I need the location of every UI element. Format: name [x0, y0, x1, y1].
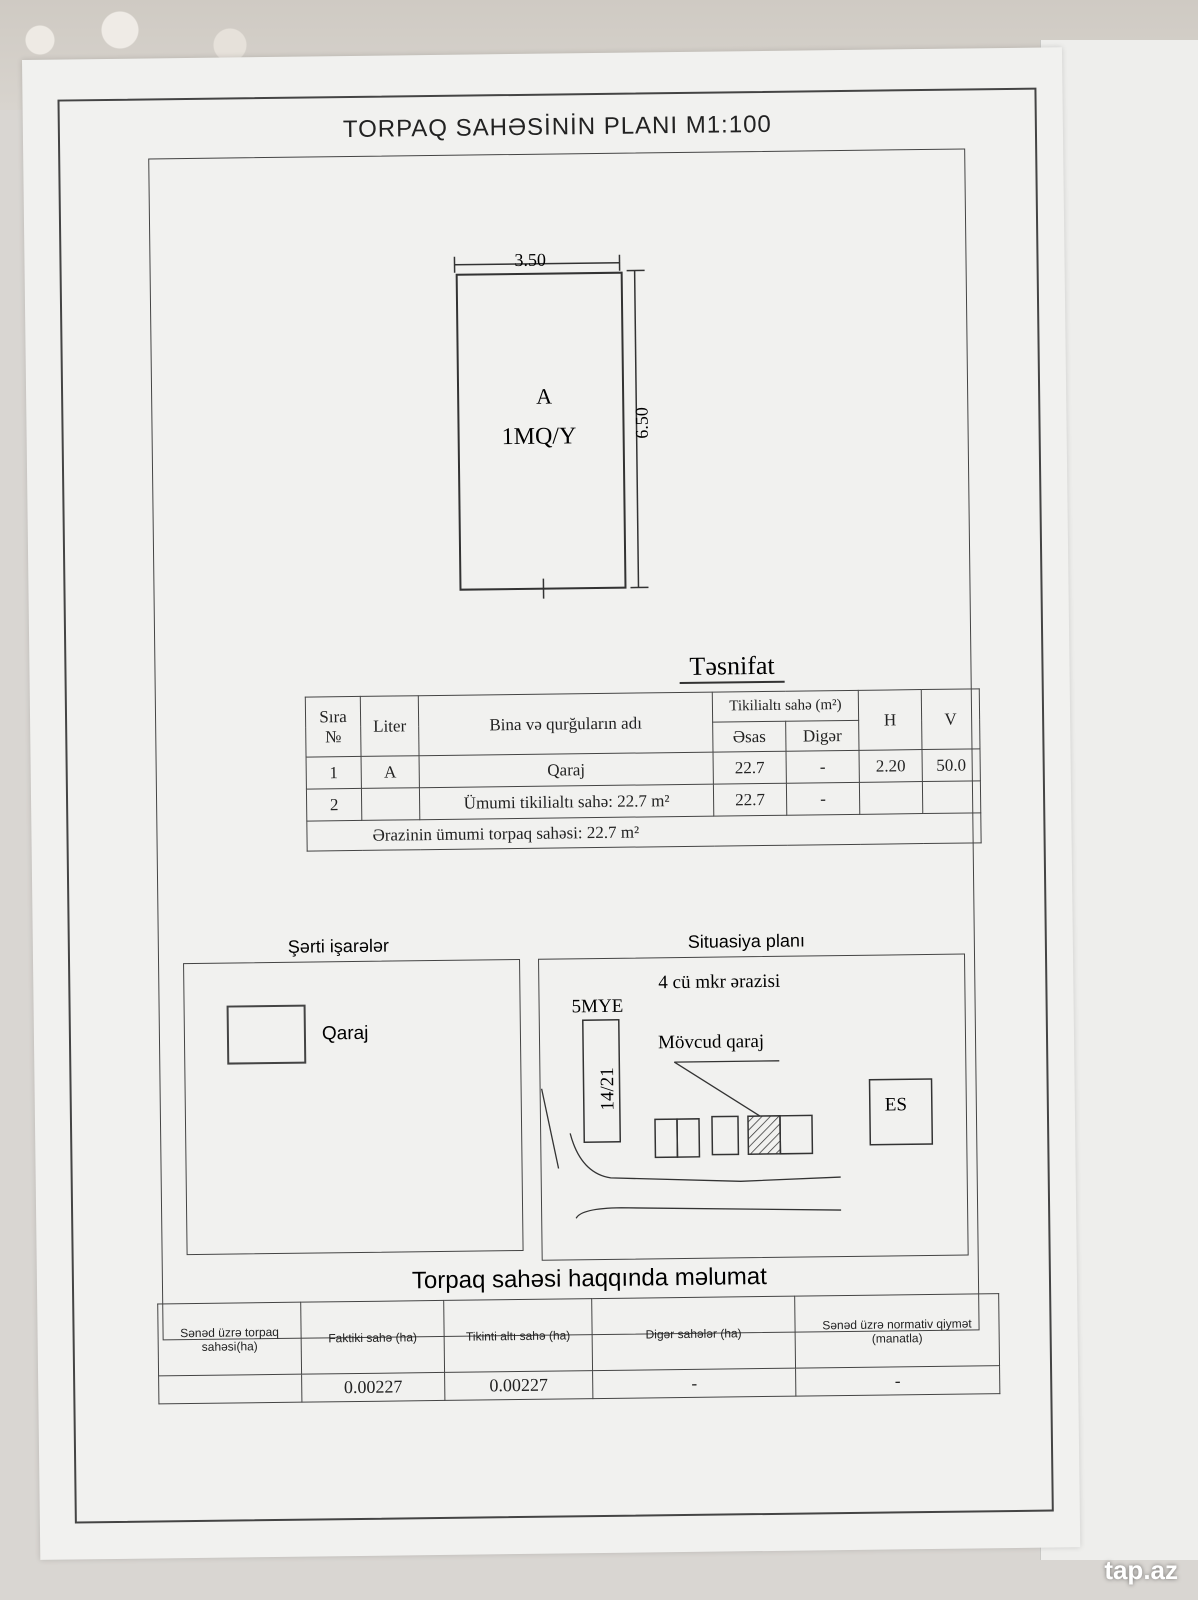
plan-width-label: 3.50	[514, 249, 547, 270]
cell-diger: -	[786, 750, 860, 784]
situation-es: ES	[884, 1094, 908, 1116]
cell-h: 2.20	[858, 749, 923, 783]
legend-item-label: Qaraj	[321, 1022, 369, 1045]
land-info-table: Sənəd üzrə torpaq sahəsi(ha) Faktiki sah…	[157, 1293, 1000, 1404]
land-info-heading: Torpaq sahəsi haqqında məlumat	[411, 1262, 767, 1295]
legend-heading: Şərti işarələr	[287, 935, 389, 957]
cell-liter: A	[361, 755, 420, 789]
cell-sira: 2	[306, 788, 362, 822]
garage-symbol	[226, 1004, 307, 1065]
plan-drawing	[453, 254, 649, 599]
cell-name: Ümumi tikilialtı sahə: 22.7 m²	[419, 784, 714, 820]
cell-v: 50.0	[921, 748, 981, 782]
header-liter: Liter	[360, 695, 420, 757]
document-title: TORPAQ SAHƏSİNİN PLANI M1:100	[342, 110, 772, 144]
cell-esas: 22.7	[713, 751, 787, 785]
plan-code: 1MQ/Y	[501, 423, 577, 451]
land-value-built: 0.00227	[444, 1370, 593, 1401]
header-name: Bina və qurğuların adı	[418, 692, 714, 756]
land-header-doc: Sənəd üzrə torpaq sahəsi(ha)	[157, 1302, 302, 1376]
plan-liter: A	[535, 383, 553, 409]
cell-esas: 22.7	[713, 783, 787, 817]
cell-liter	[361, 787, 420, 821]
situation-building-num: 14/21	[596, 1067, 619, 1111]
legend-box	[183, 958, 524, 1256]
watermark-logo: tap.az	[1104, 1555, 1178, 1585]
land-value-doc	[158, 1374, 302, 1404]
land-value-price: -	[795, 1365, 1000, 1397]
cell-v	[922, 780, 981, 814]
land-header-actual: Faktiki sahə (ha)	[300, 1300, 445, 1375]
header-esas: Əsas	[712, 721, 787, 753]
cell-h	[859, 781, 923, 815]
plan-height-label: 6.50	[631, 407, 652, 439]
header-h: H	[858, 689, 922, 751]
cell-diger: -	[786, 782, 860, 816]
document-page: TORPAQ SAHƏSİNİN PLANI M1:100 3.50 6.50 …	[22, 47, 1081, 1560]
situation-drawing	[540, 1019, 934, 1219]
land-header-built: Tikinti altı sahə (ha)	[443, 1298, 593, 1373]
header-tikili: Tikilialtı sahə (m²)	[712, 690, 859, 723]
cell-sira: 1	[306, 756, 362, 790]
situation-heading: Situasiya planı	[687, 930, 806, 952]
land-header-other: Digər sahələr (ha)	[591, 1296, 796, 1371]
cell-name: Qaraj	[419, 752, 714, 788]
land-header-price: Sənəd üzrə normativ qiymət (manatla)	[794, 1293, 1000, 1369]
header-diger: Digər	[785, 720, 859, 752]
classification-heading: Təsnifat	[679, 650, 785, 685]
land-value-other: -	[592, 1368, 796, 1399]
land-value-actual: 0.00227	[301, 1372, 445, 1403]
header-v: V	[921, 688, 980, 750]
